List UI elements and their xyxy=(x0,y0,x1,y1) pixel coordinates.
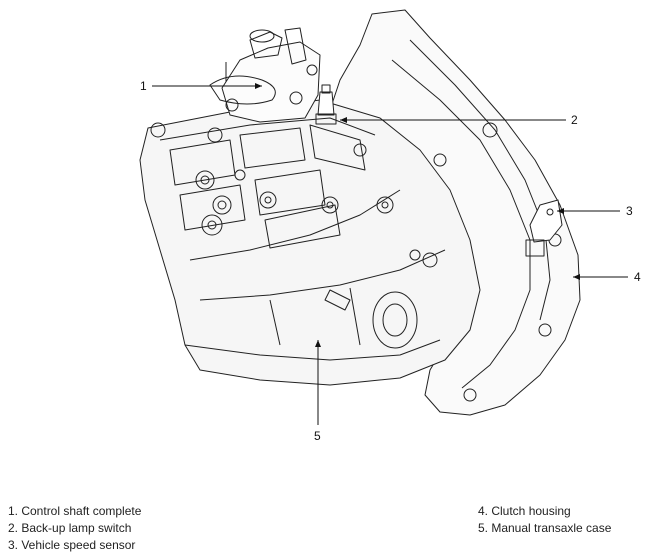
transaxle-illustration xyxy=(139,9,581,416)
legend-right: 4. Clutch housing 5. Manual transaxle ca… xyxy=(478,503,611,537)
callout-1: 1 xyxy=(140,79,262,93)
legend-item-5: 5. Manual transaxle case xyxy=(478,521,612,535)
callout-2: 2 xyxy=(340,113,578,127)
callout-4: 4 xyxy=(573,270,641,284)
legend-item-2: 2. Back-up lamp switch xyxy=(8,521,132,535)
callout-number: 2 xyxy=(571,113,578,127)
legend-item-3: 3. Vehicle speed sensor xyxy=(8,538,136,552)
callout-3: 3 xyxy=(557,204,633,218)
callout-number: 4 xyxy=(634,270,641,284)
callout-5: 5 xyxy=(314,340,321,443)
legend-item-4: 4. Clutch housing xyxy=(478,504,571,518)
callout-number: 5 xyxy=(314,429,321,443)
callout-number: 1 xyxy=(140,79,147,93)
legend-left: 1. Control shaft complete 2. Back-up lam… xyxy=(8,503,141,554)
transaxle-diagram: 1 2 3 4 5 xyxy=(139,9,641,443)
callout-number: 3 xyxy=(626,204,633,218)
legend-item-1: 1. Control shaft complete xyxy=(8,504,142,518)
